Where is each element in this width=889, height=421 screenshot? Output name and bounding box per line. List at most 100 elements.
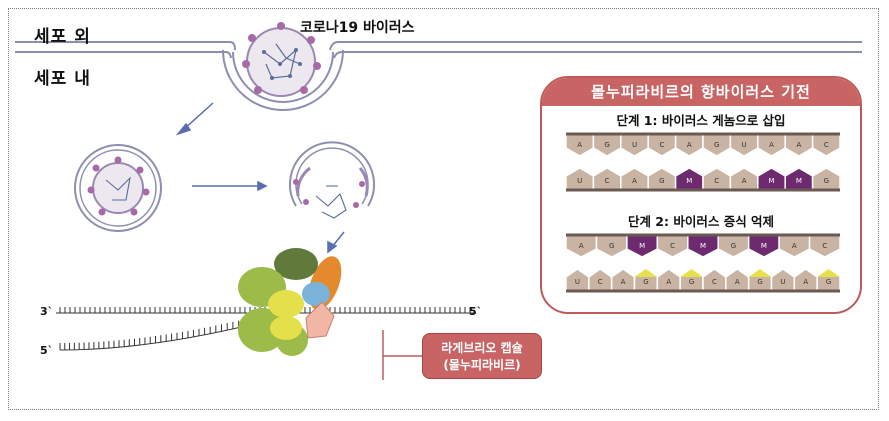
nucleotide-letter: M	[761, 242, 767, 250]
nucleotide	[656, 268, 681, 294]
nucleotide-letter: C	[824, 141, 829, 149]
nucleotide-letter: C	[714, 177, 719, 185]
nucleotide	[747, 232, 780, 258]
polymerase-complex	[238, 248, 342, 356]
nucleotide	[784, 131, 814, 157]
strand-5-right-label: 5`	[469, 305, 483, 318]
nucleotide	[566, 268, 590, 294]
nucleotide-letter: A	[742, 177, 747, 185]
mechanism-panel: 몰누피라비르의 항바이러스 기전 단계 1: 바이러스 게놈으로 삽입 A G U C…	[540, 76, 862, 314]
nucleotide	[626, 232, 659, 258]
nucleotide	[757, 131, 786, 157]
nucleotide	[566, 232, 598, 258]
nucleotide-letter: C	[659, 141, 664, 149]
endosome-virus	[74, 144, 162, 232]
nucleotide-letter: G	[824, 177, 829, 185]
nucleotide	[674, 167, 704, 193]
nucleotide-letter: G	[659, 177, 664, 185]
nucleotide	[674, 131, 704, 157]
nucleotide-letter: G	[604, 141, 609, 149]
nucleotide	[647, 167, 677, 193]
nucleotide	[592, 167, 622, 193]
nucleotide-letter: U	[780, 278, 785, 286]
panel-title: 몰누피라비르의 항바이러스 기전	[542, 78, 860, 106]
nucleotide	[770, 268, 796, 294]
nucleotide-letter: G	[714, 141, 719, 149]
nucleotide	[702, 268, 727, 294]
nucleotide	[778, 232, 811, 258]
nucleotide-letter: A	[632, 177, 637, 185]
nucleotide-letter: G	[643, 278, 648, 286]
mutation-marker	[634, 269, 658, 277]
nucleotide-letter: M	[639, 242, 645, 250]
nucleotide-letter: C	[605, 177, 610, 185]
nucleotide-letter: G	[609, 242, 614, 250]
nucleotide-letter: M	[768, 177, 774, 185]
nucleotide-letter: A	[687, 141, 692, 149]
nucleotide	[610, 268, 636, 294]
nucleotide	[793, 268, 818, 294]
mutation-marker	[680, 269, 703, 277]
nucleotide-letter: A	[666, 278, 671, 286]
nucleotide-letter: M	[686, 177, 692, 185]
nucleotide	[588, 268, 613, 294]
nucleotide	[811, 131, 840, 157]
nucleotide	[717, 232, 750, 258]
nucleotide-letter: U	[577, 177, 582, 185]
nucleotide-letter: A	[577, 141, 582, 149]
nucleotide-letter: C	[712, 278, 717, 286]
endosome-release	[289, 141, 375, 219]
nucleotide	[702, 167, 732, 193]
nucleotide-letter: A	[621, 278, 626, 286]
drug-name: 라게브리오 캡슐	[441, 341, 523, 355]
nucleotide-letter: G	[731, 242, 736, 250]
virus-label: 코로나19 바이러스	[300, 20, 415, 36]
virus-entering	[242, 22, 321, 97]
nucleotide-letter: C	[822, 242, 827, 250]
nucleotide-letter: M	[700, 242, 706, 250]
nucleotide-letter: G	[826, 278, 831, 286]
nucleotide	[725, 268, 750, 294]
nucleotide	[647, 131, 677, 157]
nucleotide-letter: U	[575, 278, 580, 286]
nucleotide	[729, 131, 759, 157]
extracellular-label: 세포 외	[34, 27, 91, 47]
nucleotide-letter: A	[769, 141, 774, 149]
figure-frame	[8, 8, 879, 410]
nucleotide-letter: U	[742, 141, 747, 149]
strand-3-label: 3`	[40, 305, 54, 318]
strand-5-left-label: 5`	[40, 344, 54, 357]
nucleotide-letter: C	[670, 242, 675, 250]
stage1-title: 단계 1: 바이러스 게놈으로 삽입	[616, 113, 786, 128]
intracellular-label: 세포 내	[34, 69, 91, 89]
nucleotide	[620, 167, 649, 193]
nucleotide-letter: A	[579, 242, 584, 250]
drug-generic-name: (몰누피라비르)	[443, 358, 521, 372]
cell-membrane	[15, 41, 862, 111]
nucleotide	[702, 131, 732, 157]
nucleotide-letter: G	[689, 278, 694, 286]
drug-label-box: 라게브리오 캡슐 (몰누피라비르)	[422, 333, 542, 379]
nucleotide	[757, 167, 786, 193]
nucleotide-letter: G	[757, 278, 762, 286]
nucleotide-letter: C	[598, 278, 603, 286]
nucleotide-letter: A	[735, 278, 740, 286]
nucleotide	[811, 167, 840, 193]
nucleotide	[595, 232, 628, 258]
process-arrows	[175, 102, 345, 254]
nucleotide-letter: A	[792, 242, 797, 250]
inhibition-line	[382, 330, 422, 380]
nucleotide	[566, 131, 595, 157]
nucleotide	[656, 232, 689, 258]
nucleotide	[687, 232, 719, 258]
nucleotide	[592, 131, 622, 157]
mutation-marker	[748, 269, 772, 277]
nucleotide-letter: A	[797, 141, 802, 149]
mutation-marker	[817, 269, 840, 277]
